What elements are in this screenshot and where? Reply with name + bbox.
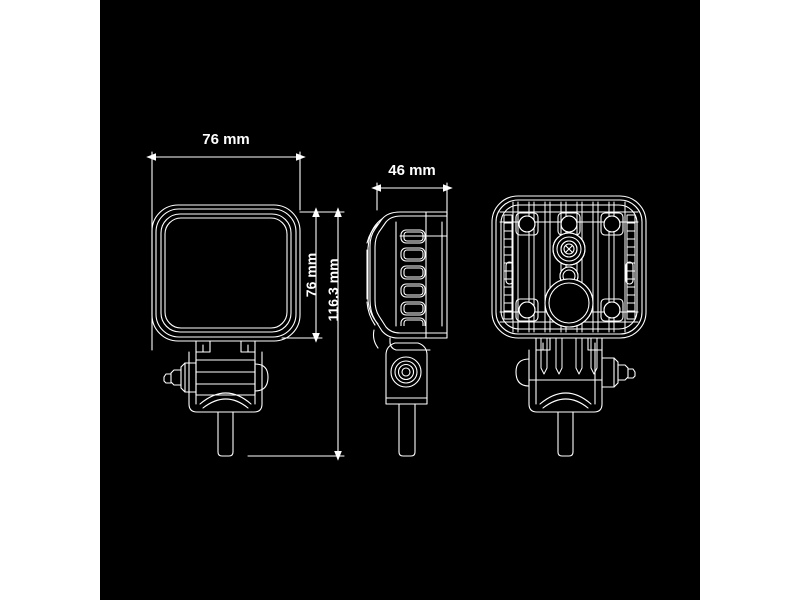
rear-bolt-bottom-right: [600, 298, 624, 322]
rear-left-text-band: [503, 214, 513, 320]
side-mount-bracket: [385, 337, 431, 405]
dimension-side-depth: [371, 182, 453, 216]
rear-center-screw-boss: [552, 232, 586, 266]
side-cooling-fins: [400, 229, 426, 326]
side-lens-edge: [366, 218, 383, 326]
rear-bolt-top-left: [515, 212, 539, 236]
rear-cable-gland: [544, 278, 594, 328]
side-view: [366, 211, 448, 457]
rear-right-text-band: [626, 214, 636, 320]
rear-view: [491, 195, 647, 457]
front-mounting-tabs: [195, 340, 256, 353]
front-stem: [217, 411, 234, 457]
dimension-label-front-width: 76 mm: [202, 131, 250, 148]
rear-housing-inner: [495, 199, 643, 335]
dimension-front-width: [146, 151, 306, 351]
dimension-overall-height: [247, 207, 345, 461]
rear-base-dome: [539, 392, 592, 409]
front-bezel-inner-edge: [155, 208, 297, 338]
rear-yoke-bracket: [528, 349, 603, 413]
rear-stem: [557, 411, 574, 457]
dimension-label-side-depth: 46 mm: [388, 162, 436, 179]
front-view: [151, 204, 301, 457]
side-lower-edge-detail: [372, 329, 379, 349]
front-yoke-bracket: [188, 351, 263, 413]
rear-corner-bolts: [515, 212, 624, 322]
rear-mounting-tabs: [535, 337, 603, 351]
side-body-outline: [369, 211, 448, 339]
front-lens-frame: [160, 213, 292, 333]
rear-housing-face: [500, 204, 638, 330]
rear-side-slots: [505, 261, 634, 285]
front-pivot-barrel: [195, 359, 256, 396]
front-right-boss: [254, 363, 269, 392]
rear-bolt-top-right: [600, 212, 624, 236]
front-adjuster-knob: [163, 362, 197, 393]
dimension-label-overall-height: 116.3 mm: [325, 258, 341, 321]
drawing-canvas-background: [100, 0, 700, 600]
rear-fin-tails: [540, 337, 598, 375]
rear-adjuster-knob: [601, 357, 636, 388]
front-lens-surface: [164, 217, 288, 329]
side-stem: [398, 403, 416, 457]
rear-left-boss: [515, 358, 530, 387]
front-outer-bezel: [151, 204, 301, 342]
rear-outer-housing: [491, 195, 647, 339]
side-pivot-boss: [390, 356, 422, 388]
rear-bolt-bottom-left: [515, 298, 539, 322]
dimension-label-front-height: 76 mm: [303, 253, 319, 297]
front-base-dome: [199, 392, 252, 409]
